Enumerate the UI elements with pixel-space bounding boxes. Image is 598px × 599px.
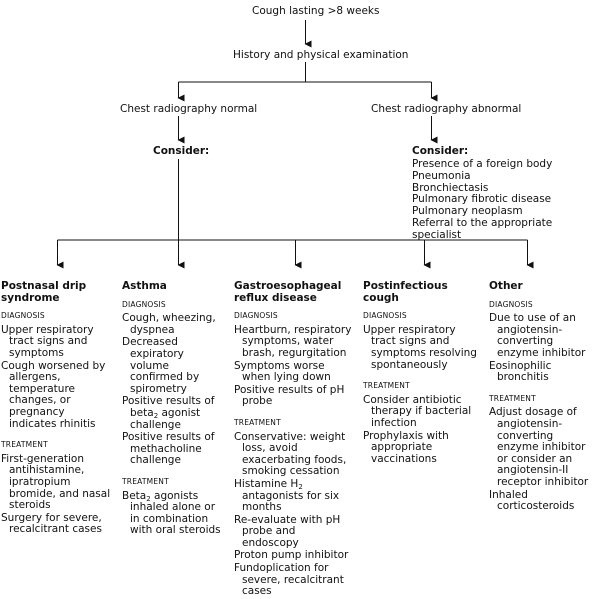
diagnosis-item: Positive results of methacholine challen…: [122, 431, 215, 467]
diagnosis-item: Symptoms worse when lying down: [234, 359, 331, 384]
diagnosis-item: Upper respiratory tract signs and sympto…: [363, 323, 477, 371]
abnormal-item: Pulmonary fibrotic disease: [412, 193, 552, 206]
column-title: Postnasal drip syndrome: [1, 280, 87, 304]
abnormal-item: Bronchiectasis: [412, 181, 489, 194]
connector-lines: [56, 20, 534, 269]
treatment-item: First-generation antihistamine, ipratrop…: [1, 452, 111, 512]
diagnosis-item: Due to use of an angiotensin-converting …: [489, 312, 586, 359]
abnormal-item: Presence of a foreign body: [412, 158, 553, 170]
treatment-label: TREATMENT: [122, 476, 169, 486]
flowchart: Cough lasting >8 weeks History and physi…: [1, 5, 595, 597]
node-history-exam: History and physical examination: [233, 49, 409, 61]
treatment-item: Consider antibiotic therapy if bacterial…: [363, 393, 472, 429]
treatment-item: Conservative: weight loss, avoid exacerb…: [234, 430, 347, 478]
diagnosis-item: Positive results of pH probe: [234, 383, 345, 408]
treatment-label: TREATMENT: [363, 381, 410, 391]
diagnosis-item: Upper respiratory tract signs and sympto…: [1, 323, 94, 359]
treatment-item: Proton pump inhibitor: [234, 549, 349, 562]
diagnosis-item: Positive results of beta2 agonist challe…: [122, 395, 215, 431]
treatment-item: Beta2 agonists inhaled alone or in combi…: [122, 489, 221, 537]
column-title: Postinfectious cough: [363, 280, 448, 304]
node-consider-left: Consider:: [153, 145, 210, 157]
diagnosis-item: Cough worsened by allergens, temperature…: [1, 359, 106, 430]
column-postinfectious: Postinfectious cough DIAGNOSIS Upper res…: [363, 280, 478, 466]
column-postnasal-drip: Postnasal drip syndrome DIAGNOSIS Upper …: [1, 280, 114, 537]
column-title: Asthma: [122, 280, 167, 292]
treatment-item: Fundoplication for severe, recalcitrant …: [234, 562, 344, 598]
treatment-item: Adjust dosage of angiotensin-converting …: [489, 406, 589, 488]
treatment-item: Histamine H2 antagonists for six months: [234, 477, 340, 514]
treatment-label: TREATMENT: [234, 417, 281, 427]
abnormal-item: Pneumonia: [412, 169, 471, 182]
abnormal-item: Referral to the appropriate specialist: [412, 216, 553, 241]
node-radiography-abnormal: Chest radiography abnormal: [371, 103, 522, 115]
column-title: Other: [489, 280, 523, 292]
diagnosis-label: DIAGNOSIS: [1, 311, 45, 321]
treatment-label: TREATMENT: [489, 393, 536, 403]
diagnosis-item: Eosinophilic bronchitis: [489, 359, 552, 384]
treatment-item: Inhaled corticosteroids: [489, 488, 575, 513]
diagnosis-item: Heartburn, respiratory symptoms, water b…: [234, 323, 352, 359]
column-title: Gastroesophageal reflux disease: [234, 280, 342, 304]
diagnosis-label: DIAGNOSIS: [363, 311, 407, 321]
node-consider-right: Consider:: [412, 145, 469, 157]
abnormal-consider-list: Presence of a foreign body Pneumonia Bro…: [412, 158, 592, 242]
diagnosis-label: DIAGNOSIS: [122, 299, 166, 309]
treatment-item: Surgery for severe, recalcitrant cases: [1, 511, 102, 536]
column-gerd: Gastroesophageal reflux disease DIAGNOSI…: [234, 280, 352, 599]
diagnosis-label: DIAGNOSIS: [234, 311, 278, 321]
diagnosis-label: DIAGNOSIS: [489, 299, 533, 309]
node-radiography-normal: Chest radiography normal: [120, 103, 258, 115]
column-other: Other DIAGNOSIS Due to use of an angiote…: [489, 280, 595, 514]
column-asthma: Asthma DIAGNOSIS Cough, wheezing, dyspne…: [122, 280, 222, 538]
node-cough-duration: Cough lasting >8 weeks: [252, 5, 380, 17]
abnormal-item: Pulmonary neoplasm: [412, 205, 523, 218]
treatment-item: Prophylaxis with appropriate vaccination…: [363, 429, 449, 465]
diagnosis-item: Cough, wheezing, dyspnea: [122, 312, 216, 336]
treatment-item: Re-evaluate with pH probe and endoscopy: [234, 513, 341, 549]
treatment-label: TREATMENT: [1, 440, 48, 450]
diagnosis-item: Decreased expiratory volume confirmed by…: [122, 336, 200, 395]
